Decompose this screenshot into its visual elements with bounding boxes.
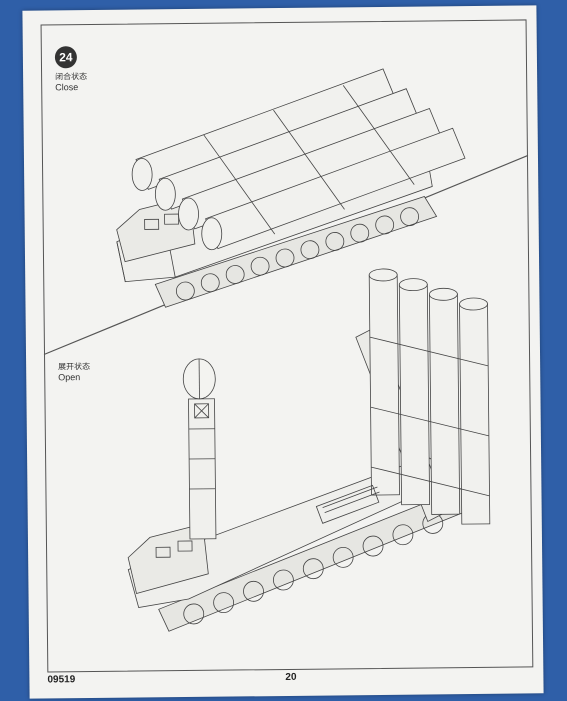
road-wheels-closed [175,207,419,301]
page-number: 20 [285,671,297,683]
open-view-label: 展开状态 Open [58,362,90,382]
open-view-label-cn: 展开状态 [58,362,91,372]
closed-launcher-vehicle [116,68,466,308]
missile-tubes-closed [131,68,466,251]
close-view-label-en: Close [55,82,79,93]
open-view-label-en: Open [58,372,81,383]
step-number-badge: 24 [54,46,78,69]
assembly-illustration [43,68,529,632]
road-wheels-open [183,513,444,625]
missile-tubes-open [368,268,491,525]
close-view-label-cn: 闭合状态 [55,72,88,82]
open-launcher-vehicle [127,268,491,632]
close-view-label: 闭合状态 Close [55,72,87,92]
model-code: 09519 [47,674,76,686]
engine-deck-grille [315,484,380,524]
tube-bands-closed [203,85,415,235]
radar-mast [182,358,217,540]
instruction-sheet: 24 闭合状态 Close 展开状态 Open 09519 20 [22,5,544,699]
